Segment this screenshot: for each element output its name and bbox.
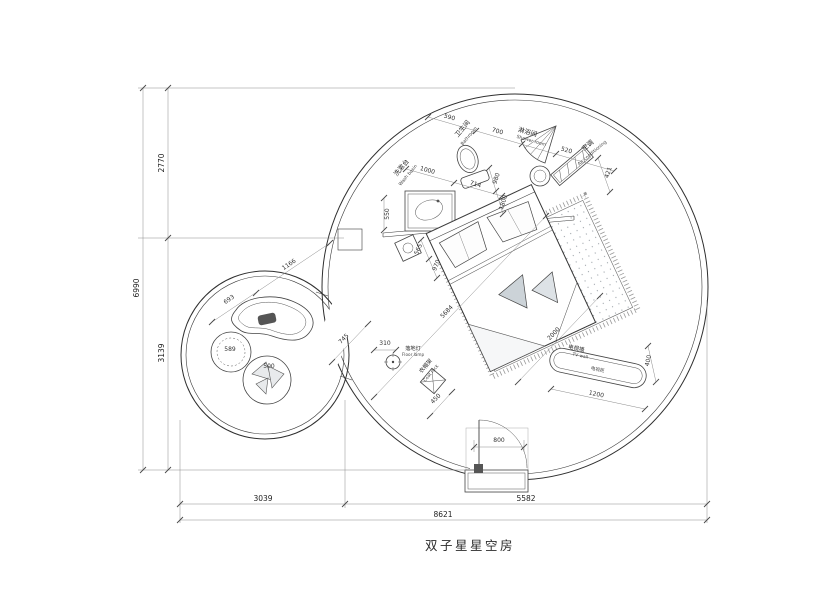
- accent-pillow-1: [498, 274, 528, 309]
- dim-800: 800: [493, 437, 505, 444]
- shower-fan: [520, 125, 557, 164]
- pillow-right: [486, 201, 538, 243]
- faucet: [436, 199, 440, 203]
- tub-pillow: [257, 312, 277, 326]
- dim-total-width: 8621: [433, 510, 452, 519]
- toilet: [456, 144, 490, 189]
- dim-520: 520: [560, 146, 573, 156]
- quilt-fold: [448, 226, 553, 285]
- dim-500: 500: [263, 363, 275, 370]
- dim-450: 450: [429, 392, 442, 405]
- bed-zone: [425, 183, 642, 381]
- dim-700: 700: [491, 127, 504, 137]
- tv-cabinet-label: 电视柜: [590, 365, 605, 375]
- dim-1000: 1000: [419, 165, 436, 176]
- dim-1166: 1166: [281, 257, 298, 271]
- dimension-lines: [138, 84, 711, 524]
- entry-vestibule: [464, 419, 529, 493]
- wall-notch: [337, 228, 363, 251]
- dim-565: 565: [413, 243, 424, 256]
- drawing-title: 双子星星空房: [425, 538, 515, 553]
- soaking-tub: [231, 296, 314, 341]
- dim-400: 400: [644, 354, 653, 367]
- bed: [425, 183, 597, 373]
- dim-970: 970: [431, 259, 442, 272]
- nightstand: [394, 234, 422, 262]
- tv-cabinet: 电视柜: [549, 347, 647, 389]
- room-walls: [180, 93, 709, 481]
- floorlamp-label-zh: 落地灯: [405, 344, 421, 352]
- air-conditioner-unit: [550, 145, 594, 187]
- coat-rack: [419, 367, 447, 395]
- dim-1200: 1200: [588, 390, 605, 400]
- dim-550: 550: [384, 208, 391, 220]
- door-pivot-block: [474, 464, 483, 473]
- tvwall-label-en: TV wall: [571, 351, 589, 360]
- accent-pillow-2: [531, 271, 559, 304]
- dim-upper-height: 2770: [157, 153, 166, 172]
- floor-drain: [529, 165, 551, 187]
- outer-dimensions: 6990 2770 3139 3039 5582 8621: [132, 153, 536, 519]
- pillow-left: [438, 221, 488, 269]
- round-stool: [210, 331, 252, 373]
- entry-door: [474, 419, 528, 473]
- dim-714: 714: [469, 180, 482, 190]
- dim-590: 590: [443, 113, 456, 123]
- dim-right-width: 5582: [516, 494, 535, 503]
- dim-1800: 1800: [498, 194, 509, 211]
- dim-5684: 5684: [439, 304, 455, 320]
- dim-lower-height: 3139: [157, 343, 166, 362]
- dim-total-height: 6990: [132, 278, 141, 297]
- dim-310: 310: [379, 340, 391, 347]
- floor-lamp: [384, 353, 402, 371]
- dim-589: 589: [224, 346, 236, 353]
- dim-421: 421: [603, 166, 613, 179]
- beanbag: [242, 355, 292, 405]
- dim-693: 693: [222, 294, 236, 306]
- sink-basin: [415, 199, 443, 221]
- tvwall-label-zh: 电视墙: [568, 342, 586, 353]
- floorlamp-label-en: Floor lamp: [402, 352, 425, 357]
- dim-980: 980: [491, 172, 501, 185]
- headboard: [425, 184, 536, 242]
- dim-left-width: 3039: [253, 494, 272, 503]
